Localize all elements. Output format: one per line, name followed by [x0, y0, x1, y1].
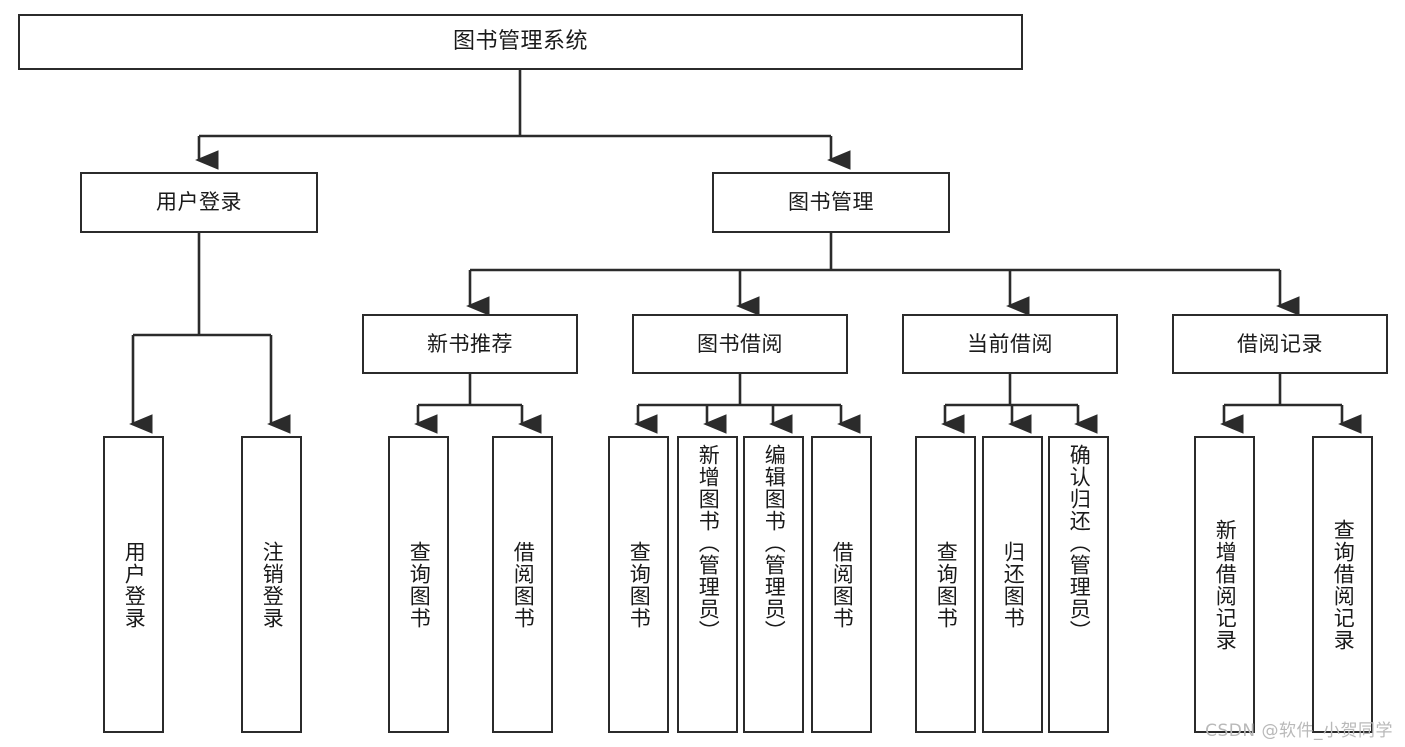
node-label: 当前借阅 — [967, 331, 1053, 356]
node-label: 借阅图书 — [511, 540, 536, 629]
leaf-borrow-borrow-book[interactable]: 借阅图书 — [811, 436, 872, 733]
watermark: CSDN @软件_小贺同学 — [1205, 721, 1393, 741]
node-label: 编辑图书（管理员） — [762, 444, 787, 642]
node-root-system[interactable]: 图书管理系统 — [18, 14, 1023, 70]
node-label: 查询图书 — [627, 540, 652, 629]
node-label: 借阅记录 — [1237, 331, 1323, 356]
node-label: 确认归还（管理员） — [1067, 444, 1092, 642]
leaf-record-add-record[interactable]: 新增借阅记录 — [1194, 436, 1255, 733]
node-book-borrow[interactable]: 图书借阅 — [632, 314, 848, 374]
node-label: 图书管理系统 — [452, 29, 588, 55]
node-label: 图书借阅 — [697, 331, 783, 356]
leaf-user-login-logout[interactable]: 注销登录 — [241, 436, 302, 733]
node-label: 图书管理 — [788, 190, 874, 215]
leaf-current-confirm-return-admin[interactable]: 确认归还（管理员） — [1048, 436, 1109, 733]
leaf-borrow-add-book-admin[interactable]: 新增图书（管理员） — [677, 436, 738, 733]
leaf-recommend-query-book[interactable]: 查询图书 — [388, 436, 449, 733]
node-label: 用户登录 — [156, 190, 242, 215]
node-label: 新增借阅记录 — [1213, 518, 1238, 651]
node-label: 注销登录 — [260, 540, 285, 629]
node-label: 查询图书 — [407, 540, 432, 629]
node-label: 查询借阅记录 — [1331, 518, 1356, 651]
node-label: 归还图书 — [1001, 540, 1026, 629]
node-book-management[interactable]: 图书管理 — [712, 172, 950, 233]
node-current-borrow[interactable]: 当前借阅 — [902, 314, 1118, 374]
node-label: 新增图书（管理员） — [696, 444, 721, 642]
leaf-borrow-edit-book-admin[interactable]: 编辑图书（管理员） — [743, 436, 804, 733]
node-borrow-record[interactable]: 借阅记录 — [1172, 314, 1388, 374]
node-label: 新书推荐 — [427, 331, 513, 356]
node-user-login[interactable]: 用户登录 — [80, 172, 318, 233]
leaf-current-return-book[interactable]: 归还图书 — [982, 436, 1043, 733]
node-label: 借阅图书 — [830, 540, 855, 629]
leaf-recommend-borrow-book[interactable]: 借阅图书 — [492, 436, 553, 733]
node-label: 查询图书 — [934, 540, 959, 629]
leaf-current-query-book[interactable]: 查询图书 — [915, 436, 976, 733]
leaf-borrow-query-book[interactable]: 查询图书 — [608, 436, 669, 733]
leaf-record-query-record[interactable]: 查询借阅记录 — [1312, 436, 1373, 733]
node-label: 用户登录 — [122, 540, 147, 629]
node-new-book-recommend[interactable]: 新书推荐 — [362, 314, 578, 374]
leaf-user-login-login[interactable]: 用户登录 — [103, 436, 164, 733]
